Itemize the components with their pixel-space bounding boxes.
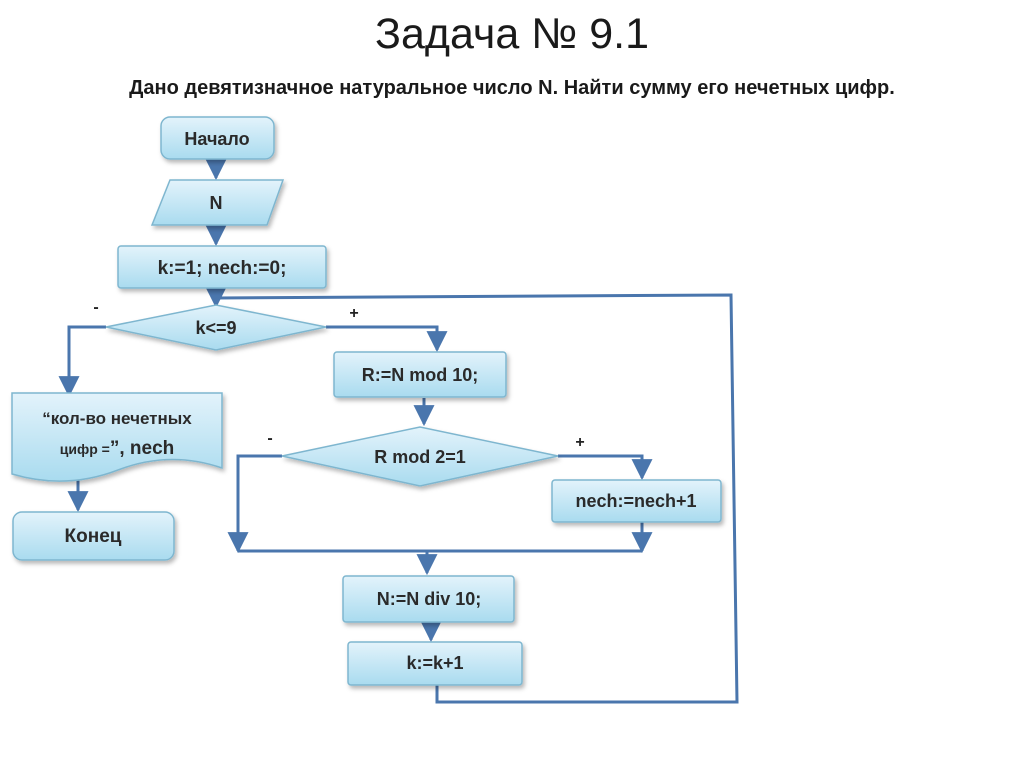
increment-k-box xyxy=(347,641,523,686)
odd-condition-label: R mod 2=1 xyxy=(374,447,466,467)
arrow-loop-back xyxy=(215,293,739,704)
loop-yes-sign: + xyxy=(349,305,358,322)
output-label-line1: “кол-во нечетных xyxy=(42,409,192,428)
end-label: Конец xyxy=(65,526,122,547)
output-label-suffix: ”, nech xyxy=(110,438,174,459)
loop-condition-label: k<=9 xyxy=(195,318,236,338)
init-process-box xyxy=(117,245,327,289)
end-terminal xyxy=(12,511,175,561)
arrow-odd-no xyxy=(227,454,282,554)
slide-subtitle: Дано девятизначное натуральное число N. … xyxy=(129,77,895,99)
input-parallelogram xyxy=(150,179,285,226)
start-label: Начало xyxy=(184,129,249,149)
init-label: k:=1; nech:=0; xyxy=(158,258,287,279)
start-terminal xyxy=(160,116,275,160)
shapes xyxy=(11,116,722,686)
arrow-loop-no xyxy=(58,325,106,398)
get-digit-label: R:=N mod 10; xyxy=(362,365,479,385)
loop-no-sign: - xyxy=(93,299,98,316)
increment-sum-label: nech:=nech+1 xyxy=(575,491,696,511)
output-document-shape xyxy=(11,392,223,482)
drop-digit-label: N:=N div 10; xyxy=(377,589,482,609)
get-digit-box xyxy=(333,351,507,398)
arrow-loop-yes xyxy=(326,325,448,353)
drop-digit-box xyxy=(342,575,515,623)
output-label-line2: цифр =”, nech xyxy=(60,438,175,459)
arrow-odd-yes xyxy=(558,454,653,481)
odd-condition-diamond xyxy=(281,426,559,487)
odd-yes-sign: + xyxy=(575,434,584,451)
odd-no-sign: - xyxy=(267,430,272,447)
output-label-prefix: цифр = xyxy=(60,441,110,457)
increment-sum-box xyxy=(551,479,722,523)
connectors xyxy=(58,159,739,704)
loop-condition-diamond xyxy=(105,304,327,351)
increment-k-label: k:=k+1 xyxy=(406,653,463,673)
input-label: N xyxy=(210,193,223,213)
slide-title: Задача № 9.1 xyxy=(374,10,650,58)
